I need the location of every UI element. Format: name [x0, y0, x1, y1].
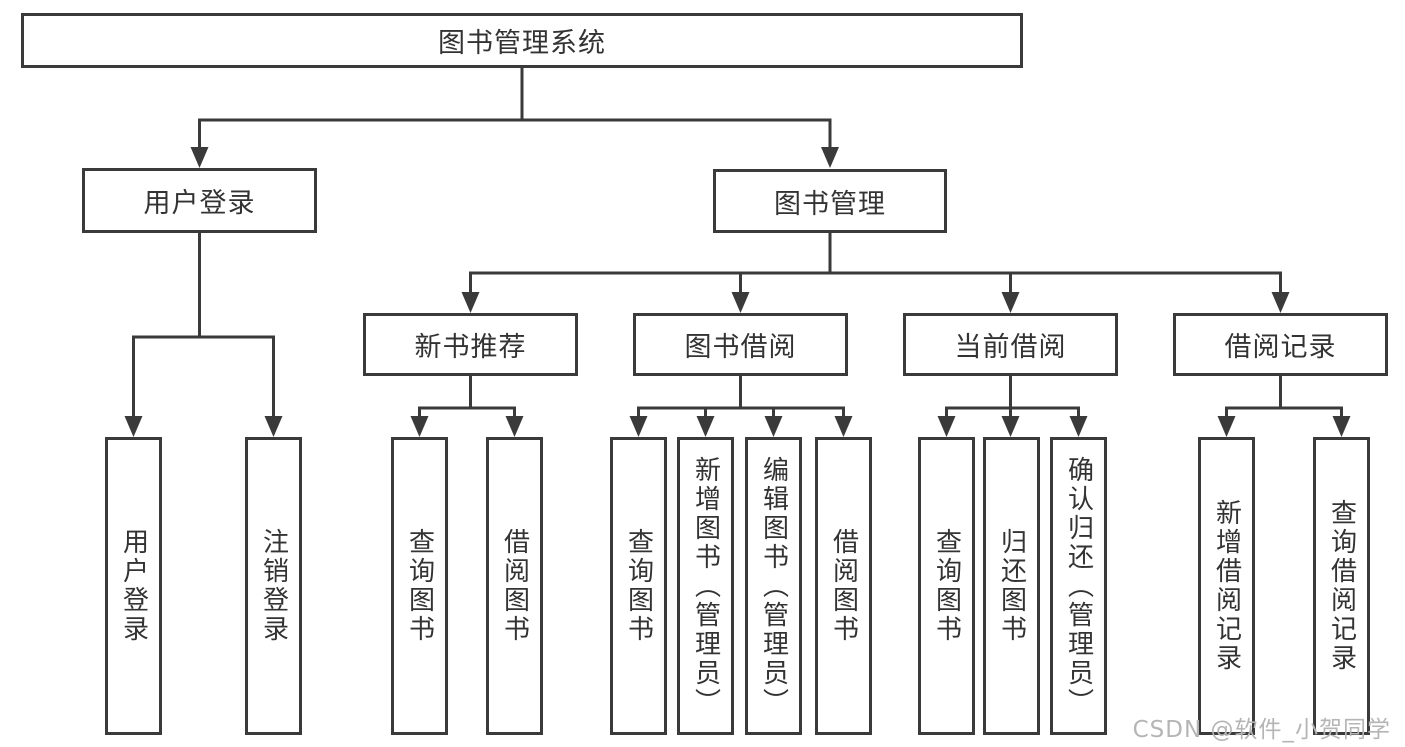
leaf-label: 借阅图书: [499, 528, 530, 644]
leaf-query-books-current: 查询图书: [918, 437, 975, 735]
leaf-label: 确认归还（管理员）: [1063, 455, 1094, 717]
node-current-borrowing: 当前借阅: [903, 313, 1118, 376]
node-label: 新书推荐: [414, 332, 527, 363]
connector-book-borrowing-children: [629, 376, 853, 437]
node-label: 图书借阅: [684, 332, 797, 363]
leaf-user-login: 用户登录: [105, 437, 162, 735]
leaf-label: 新增图书（管理员）: [690, 455, 721, 717]
leaf-label: 借阅图书: [828, 528, 859, 644]
leaf-label: 查询图书: [404, 528, 435, 644]
node-label: 借阅记录: [1224, 332, 1337, 363]
node-book-management: 图书管理: [713, 169, 947, 233]
leaf-add-books-admin: 新增图书（管理员）: [677, 437, 734, 735]
node-label: 图书管理系统: [438, 28, 606, 59]
leaf-label: 注销登录: [258, 528, 289, 644]
leaf-label: 新增借阅记录: [1211, 499, 1242, 673]
node-label: 当前借阅: [954, 332, 1067, 363]
leaf-label: 归还图书: [996, 528, 1027, 644]
node-library-management-system: 图书管理系统: [21, 13, 1023, 68]
leaf-add-borrow-record: 新增借阅记录: [1198, 437, 1255, 735]
node-label: 用户登录: [143, 188, 256, 219]
node-borrow-records: 借阅记录: [1173, 313, 1388, 376]
node-user-login: 用户登录: [82, 168, 317, 233]
leaf-label: 查询图书: [623, 528, 654, 644]
leaf-label: 用户登录: [118, 528, 149, 644]
leaf-borrow-books-borrowing: 借阅图书: [815, 437, 872, 735]
leaf-label: 查询图书: [931, 528, 962, 644]
connector-borrow-records-children: [1217, 376, 1351, 437]
leaf-edit-books-admin: 编辑图书（管理员）: [745, 437, 802, 735]
leaf-confirm-return-admin: 确认归还（管理员）: [1050, 437, 1107, 735]
node-new-book-recommend: 新书推荐: [363, 313, 578, 376]
leaf-query-borrow-record: 查询借阅记录: [1313, 437, 1370, 735]
connector-new-book-children: [410, 376, 524, 437]
leaf-query-books-recommend: 查询图书: [391, 437, 448, 735]
leaf-borrow-books-recommend: 借阅图书: [486, 437, 543, 735]
connector-root-to-level2: [190, 66, 839, 168]
node-book-borrowing: 图书借阅: [633, 313, 848, 376]
leaf-label: 编辑图书（管理员）: [758, 455, 789, 717]
leaf-logout: 注销登录: [245, 437, 302, 735]
connector-user-login-children: [124, 232, 283, 437]
leaf-return-books: 归还图书: [983, 437, 1040, 735]
leaf-query-books-borrowing: 查询图书: [610, 437, 667, 735]
node-label: 图书管理: [774, 188, 886, 220]
leaf-label: 查询借阅记录: [1326, 499, 1357, 673]
connector-current-borrowing-children: [937, 376, 1088, 437]
csdn-watermark: CSDN @软件_小贺同学: [1132, 717, 1391, 743]
connector-book-management-children: [461, 232, 1290, 313]
